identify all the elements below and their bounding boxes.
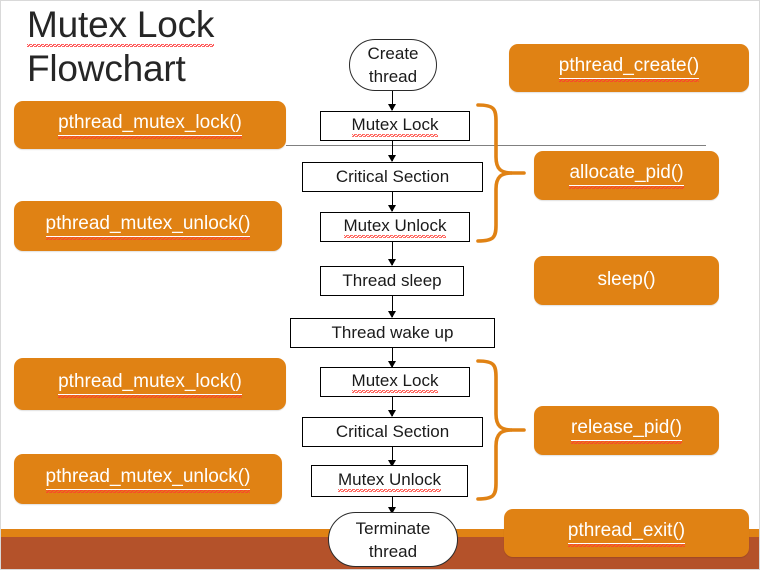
flow-node-line-1: Create xyxy=(367,44,419,63)
page-title: Mutex Lock Flowchart xyxy=(27,3,327,91)
flow-node-line-1: Terminate xyxy=(355,518,431,538)
arrow-create-to-lock1 xyxy=(386,91,398,111)
callout-label: release_pid() xyxy=(571,417,682,444)
callout-label: pthread_mutex_lock() xyxy=(58,370,242,398)
flow-node-label: Mutex Lock xyxy=(351,371,439,393)
flow-node-critical-section-1[interactable]: Critical Section xyxy=(302,162,483,192)
callout-pthread-exit[interactable]: pthread_exit() xyxy=(504,509,749,557)
callout-label: pthread_create() xyxy=(558,54,700,82)
callout-label: pthread_mutex_unlock() xyxy=(45,465,251,493)
brace-release-pid xyxy=(476,359,526,501)
flow-node-line-2: thread xyxy=(368,541,418,561)
callout-label: allocate_pid() xyxy=(569,162,684,189)
callout-label: pthread_mutex_unlock() xyxy=(45,212,251,240)
callout-release-pid[interactable]: release_pid() xyxy=(534,406,719,455)
arrow-unlock1-to-sleep xyxy=(386,242,398,266)
flow-node-thread-sleep[interactable]: Thread sleep xyxy=(320,266,464,296)
flow-node-mutex-unlock-2[interactable]: Mutex Unlock xyxy=(311,465,468,497)
callout-allocate-pid[interactable]: allocate_pid() xyxy=(534,151,719,200)
callout-pthread-mutex-lock-1[interactable]: pthread_mutex_lock() xyxy=(14,101,286,149)
callout-sleep[interactable]: sleep() xyxy=(534,256,719,305)
flow-node-critical-section-2[interactable]: Critical Section xyxy=(302,417,483,447)
page-title-line-2: Flowchart xyxy=(27,48,186,89)
flow-node-label: Mutex Unlock xyxy=(338,470,441,492)
brace-allocate-pid xyxy=(476,103,526,243)
flow-node-label: Mutex Unlock xyxy=(343,216,447,238)
flow-node-label: Thread wake up xyxy=(331,323,454,342)
page-title-line-1: Mutex Lock xyxy=(27,4,215,47)
flow-node-label: Critical Section xyxy=(335,167,450,186)
flow-node-label: Mutex Lock xyxy=(351,115,439,137)
flow-node-label: Critical Section xyxy=(335,422,450,441)
callout-pthread-mutex-lock-2[interactable]: pthread_mutex_lock() xyxy=(14,358,286,410)
callout-label: pthread_mutex_lock() xyxy=(58,111,242,139)
arrow-unlock2-to-terminate xyxy=(386,497,398,514)
callout-pthread-mutex-unlock-2[interactable]: pthread_mutex_unlock() xyxy=(14,454,282,504)
flow-node-mutex-lock-2[interactable]: Mutex Lock xyxy=(320,367,470,397)
flow-node-terminate-thread[interactable]: Terminate thread xyxy=(328,512,458,567)
flow-node-mutex-lock-1[interactable]: Mutex Lock xyxy=(320,111,470,141)
arrow-lock2-to-cs2 xyxy=(386,397,398,417)
callout-pthread-mutex-unlock-1[interactable]: pthread_mutex_unlock() xyxy=(14,201,282,251)
arrow-lock1-to-cs1 xyxy=(386,141,398,162)
arrow-sleep-to-wake xyxy=(386,296,398,318)
flow-node-mutex-unlock-1[interactable]: Mutex Unlock xyxy=(320,212,470,242)
arrow-cs2-to-unlock2 xyxy=(386,447,398,467)
callout-label: sleep() xyxy=(597,269,656,290)
arrow-cs1-to-unlock1 xyxy=(386,192,398,212)
flow-node-create-thread[interactable]: Create thread xyxy=(349,39,437,91)
callout-pthread-create[interactable]: pthread_create() xyxy=(509,44,749,92)
flow-node-thread-wake-up[interactable]: Thread wake up xyxy=(290,318,495,348)
callout-label: pthread_exit() xyxy=(567,519,686,547)
flow-node-label: Thread sleep xyxy=(342,271,442,290)
arrow-wake-to-lock2 xyxy=(386,348,398,368)
flow-node-line-2: thread xyxy=(368,67,418,86)
